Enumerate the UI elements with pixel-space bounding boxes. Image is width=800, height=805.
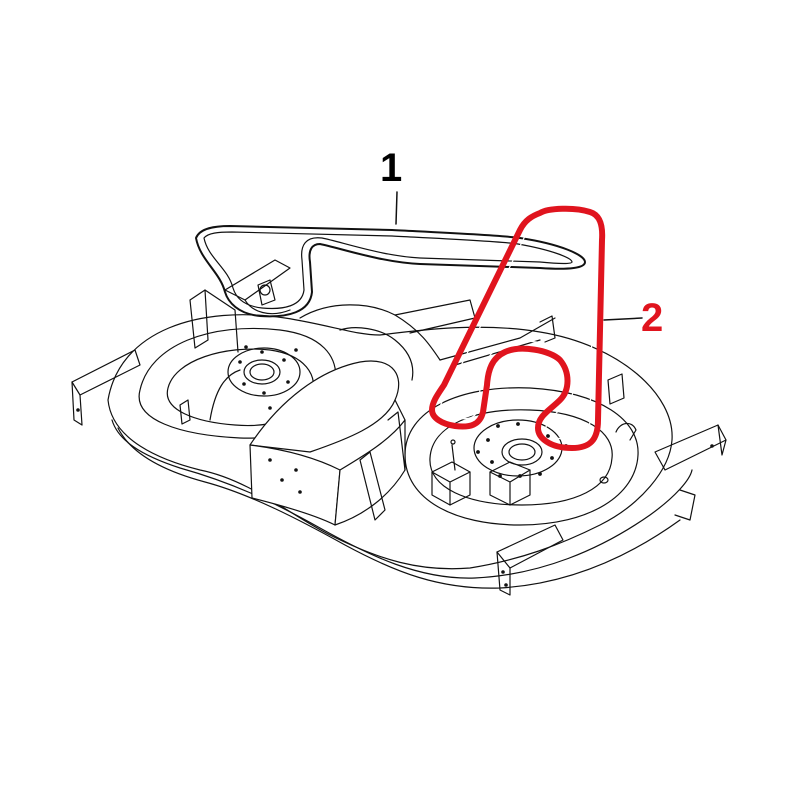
front-mount — [496, 524, 564, 569]
right-spindle-plate — [473, 419, 563, 477]
left-side-mount — [71, 349, 141, 396]
right-spindle-hub — [501, 438, 543, 466]
center-cover — [249, 360, 400, 453]
callout-2: 2 — [641, 296, 664, 340]
left-bracket — [189, 289, 209, 349]
deck-skirt-bottom — [117, 427, 681, 589]
belt-1 — [195, 225, 586, 318]
left-spindle-bolts — [238, 345, 298, 410]
left-spindle-hub — [243, 359, 281, 385]
idler-arm — [224, 259, 291, 301]
center-frame — [299, 304, 441, 361]
left-spindle-plate — [227, 347, 301, 397]
callout-1: 1 — [380, 146, 403, 190]
leader-line-2 — [603, 317, 643, 321]
right-spindle-housing-left — [431, 461, 471, 506]
belt-2 — [429, 205, 606, 451]
deck-skirt — [111, 419, 693, 579]
leader-line-1 — [395, 191, 398, 225]
right-pan-inner — [404, 387, 639, 526]
